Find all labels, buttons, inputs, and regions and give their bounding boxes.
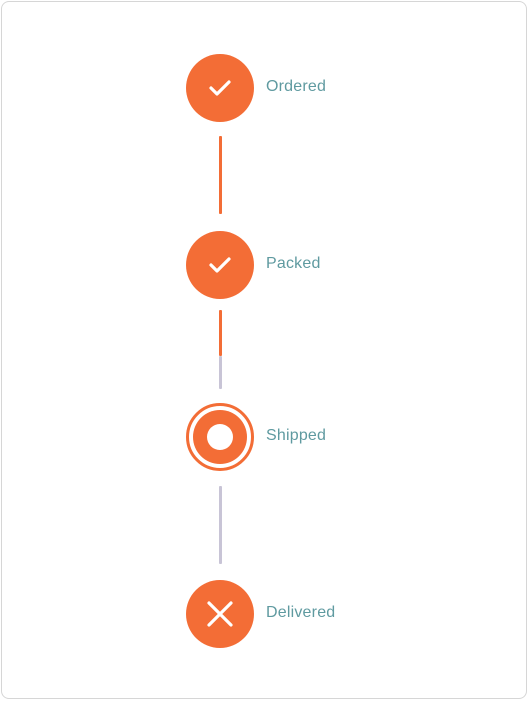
connector-complete: [219, 310, 222, 356]
step-failed-marker: [186, 580, 254, 648]
current-ring: [193, 410, 247, 464]
step-label: Shipped: [266, 427, 327, 444]
x-icon: [207, 601, 233, 627]
step-complete-marker: [186, 231, 254, 299]
step-ordered: Ordered: [186, 54, 386, 122]
check-icon: [209, 80, 231, 96]
connector-complete: [219, 136, 222, 214]
step-label: Ordered: [266, 78, 327, 95]
step-shipped: Shipped: [186, 403, 386, 471]
step-packed: Packed: [186, 231, 386, 299]
step-label: Delivered: [266, 604, 336, 621]
check-icon: [209, 257, 231, 273]
step-current-marker: [186, 403, 254, 471]
step-label: Packed: [266, 255, 321, 272]
connector-pending: [219, 486, 222, 564]
current-dot-icon: [207, 424, 233, 450]
step-delivered: Delivered: [186, 580, 386, 648]
step-complete-marker: [186, 54, 254, 122]
connector-pending: [219, 356, 222, 389]
